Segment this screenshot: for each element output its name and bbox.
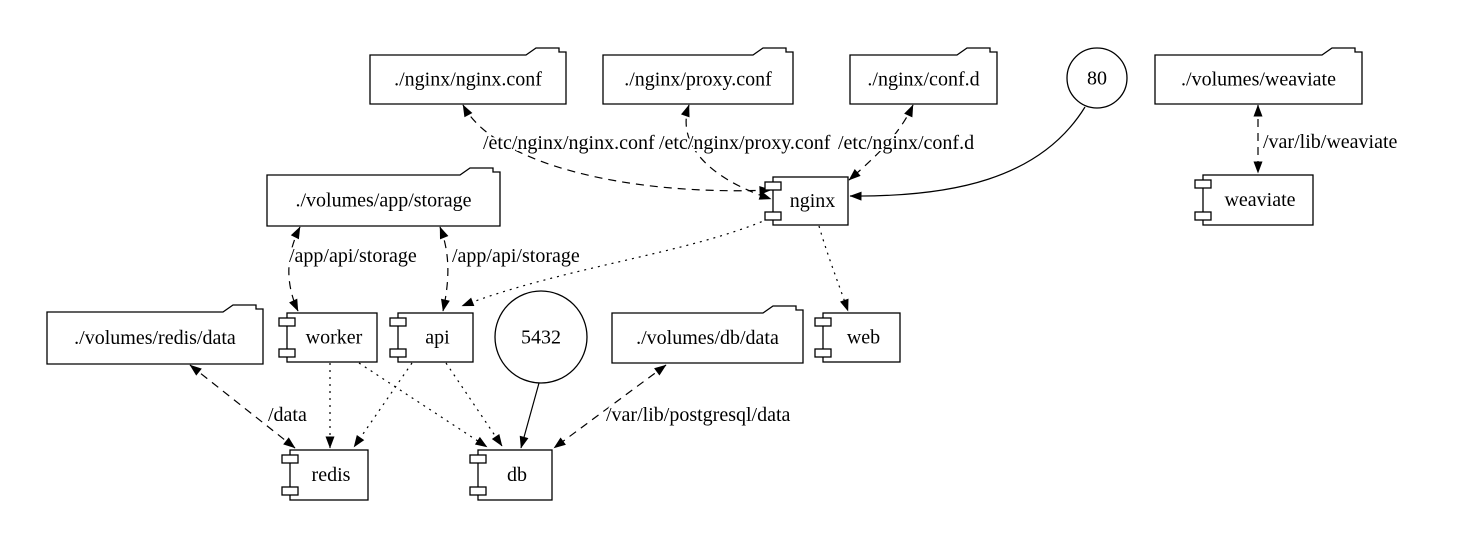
edge-label-nginx-to-conf-d-volume: /etc/nginx/conf.d <box>838 132 974 154</box>
component-port-icon <box>764 181 782 191</box>
edge-volumes-app-storage-to-worker <box>288 226 301 312</box>
component-box <box>397 312 474 363</box>
node-label-port-80: 80 <box>1087 68 1107 90</box>
folder-shape-icon <box>602 47 794 105</box>
component-port-icon <box>469 454 487 464</box>
folder-shape-icon <box>369 47 567 105</box>
component-box <box>286 312 378 363</box>
edge-volumes-app-storage-to-api <box>439 226 450 312</box>
node-label-db: db <box>507 464 527 486</box>
node-label-port-5432: 5432 <box>521 327 561 349</box>
edge-api-to-db <box>445 362 503 447</box>
edge-worker-to-db <box>358 362 488 448</box>
node-api: api <box>389 312 474 363</box>
edge-labels-layer: /etc/nginx/nginx.conf/etc/nginx/proxy.co… <box>266 129 1400 428</box>
node-volumes-weaviate: ./volumes/weaviate <box>1154 47 1363 105</box>
node-label-volumes-db-data: ./volumes/db/data <box>636 327 779 349</box>
port-circle-icon <box>494 290 588 384</box>
component-port-icon <box>281 486 299 496</box>
node-label-web: web <box>847 327 880 349</box>
edge-label-nginx-to-proxy-conf-volume: /etc/nginx/proxy.conf <box>659 132 831 154</box>
edge-nginx-to-web <box>818 225 849 312</box>
component-port-icon <box>764 211 782 221</box>
component-box <box>1202 174 1314 226</box>
edge-label-volumes-app-storage-to-worker: /app/api/storage <box>289 245 417 267</box>
nodes-layer: ./nginx/nginx.conf ./nginx/proxy.conf ./ng… <box>46 47 1363 501</box>
edge-nginx-to-api <box>461 218 769 307</box>
node-weaviate: weaviate <box>1194 174 1314 226</box>
component-port-icon <box>278 317 296 327</box>
edge-label-volumes-redis-data-to-redis: /data <box>268 404 307 426</box>
node-nginx-conf-volume: ./nginx/nginx.conf <box>369 47 567 105</box>
node-volumes-db-data: ./volumes/db/data <box>611 305 804 364</box>
node-volumes-redis-data: ./volumes/redis/data <box>46 304 264 365</box>
node-proxy-conf-volume: ./nginx/proxy.conf <box>602 47 794 105</box>
node-nginx: nginx <box>764 176 849 226</box>
edge-label-volumes-db-data-to-db: /var/lib/postgresql/data <box>606 404 791 426</box>
component-port-icon <box>389 348 407 358</box>
node-label-nginx-conf-volume: ./nginx/nginx.conf <box>394 69 542 91</box>
node-label-volumes-weaviate: ./volumes/weaviate <box>1181 69 1336 91</box>
edge-port-80-to-nginx <box>849 106 1086 201</box>
component-port-icon <box>1194 211 1212 221</box>
port-circle-icon <box>1066 47 1128 109</box>
node-label-redis: redis <box>312 464 351 486</box>
component-box <box>477 449 553 501</box>
folder-shape-icon <box>46 304 264 365</box>
component-port-icon <box>814 348 832 358</box>
node-label-nginx: nginx <box>790 190 836 212</box>
node-label-api: api <box>425 327 450 349</box>
component-port-icon <box>814 317 832 327</box>
edge-label-volumes-weaviate-to-weaviate: /var/lib/weaviate <box>1263 131 1398 153</box>
edge-api-to-redis <box>353 362 413 448</box>
node-db: db <box>469 449 553 501</box>
node-web: web <box>814 312 901 363</box>
component-port-icon <box>389 317 407 327</box>
folder-shape-icon <box>266 167 501 227</box>
component-port-icon <box>1194 179 1212 189</box>
component-port-icon <box>281 454 299 464</box>
node-worker: worker <box>278 312 378 363</box>
edge-nginx-to-nginx-conf-volume <box>462 104 772 195</box>
edge-volumes-db-data-to-db <box>553 364 667 449</box>
node-volumes-app-storage: ./volumes/app/storage <box>266 167 501 227</box>
node-label-weaviate: weaviate <box>1224 189 1295 211</box>
folder-shape-icon <box>1154 47 1363 105</box>
node-label-volumes-redis-data: ./volumes/redis/data <box>74 327 236 349</box>
node-redis: redis <box>281 449 369 501</box>
node-port-5432: 5432 <box>494 290 588 384</box>
folder-shape-icon <box>849 47 998 105</box>
edge-nginx-to-proxy-conf-volume <box>681 104 772 200</box>
edge-port-5432-to-db <box>519 382 540 449</box>
node-port-80: 80 <box>1066 47 1128 109</box>
node-label-worker: worker <box>306 327 363 349</box>
node-label-conf-d-volume: ./nginx/conf.d <box>867 69 979 91</box>
folder-shape-icon <box>611 305 804 364</box>
edge-label-nginx-to-nginx-conf-volume: /etc/nginx/nginx.conf <box>483 132 655 154</box>
component-box <box>772 176 849 226</box>
component-box <box>822 312 901 363</box>
node-label-volumes-app-storage: ./volumes/app/storage <box>295 190 471 212</box>
node-conf-d-volume: ./nginx/conf.d <box>849 47 998 105</box>
node-label-proxy-conf-volume: ./nginx/proxy.conf <box>624 69 772 91</box>
component-port-icon <box>469 486 487 496</box>
edges-layer <box>189 104 1263 449</box>
edge-label-volumes-app-storage-to-api: /app/api/storage <box>452 245 580 267</box>
edge-nginx-to-conf-d-volume <box>848 104 914 181</box>
component-port-icon <box>278 348 296 358</box>
component-box <box>289 449 369 501</box>
